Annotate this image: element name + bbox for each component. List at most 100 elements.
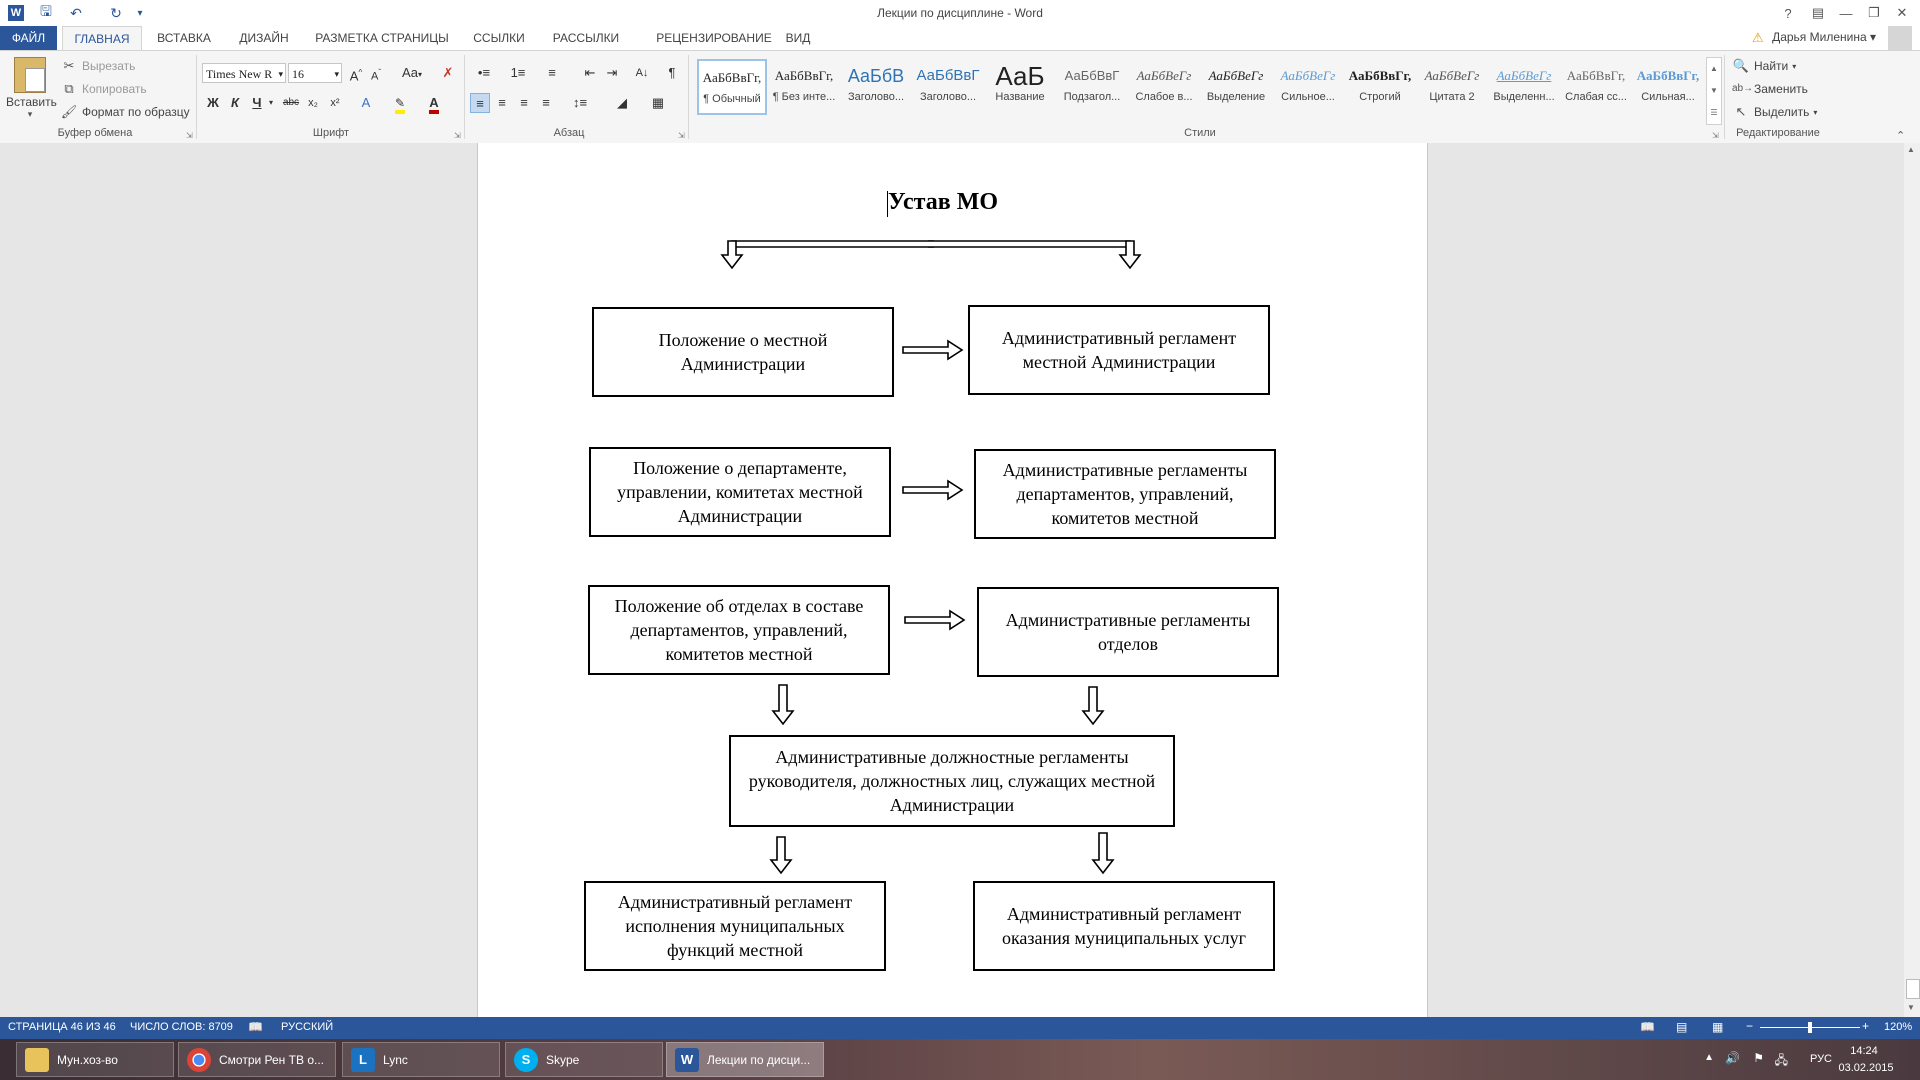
style-normal[interactable]: АаБбВвГг,¶ Обычный: [697, 59, 767, 115]
taskbar-item-chrome[interactable]: Смотри Рен ТВ о...: [178, 1042, 336, 1077]
print-layout-icon[interactable]: ▤: [1676, 1020, 1688, 1034]
font-color-icon[interactable]: A: [424, 93, 444, 114]
clear-formatting-icon[interactable]: ✗: [442, 65, 454, 80]
paragraph-launcher-icon[interactable]: ⇲: [678, 131, 685, 140]
clipboard-launcher-icon[interactable]: ⇲: [186, 131, 193, 140]
avatar[interactable]: [1888, 26, 1912, 50]
collapse-ribbon-icon[interactable]: ⌃: [1896, 130, 1906, 142]
superscript-button[interactable]: x²: [330, 97, 340, 109]
align-center-icon[interactable]: ≡: [498, 95, 506, 110]
clock-date[interactable]: 03.02.2015: [1838, 1062, 1894, 1074]
taskbar-item-folder[interactable]: Мун.хоз-во: [16, 1042, 174, 1077]
help-button[interactable]: ?: [1784, 5, 1792, 21]
increase-indent-icon[interactable]: ⇥: [606, 65, 618, 80]
font-launcher-icon[interactable]: ⇲: [454, 131, 461, 140]
document-page[interactable]: Устав МО Положение о местной Администрац…: [477, 143, 1428, 1017]
sort-icon[interactable]: A↓: [635, 67, 649, 79]
show-hidden-icons[interactable]: ▲: [1704, 1052, 1714, 1063]
strikethrough-button[interactable]: abc: [282, 97, 300, 108]
undo-icon[interactable]: ↶: [70, 4, 82, 21]
text-effects-icon[interactable]: A: [361, 95, 371, 110]
paste-button[interactable]: Вставить ▾: [6, 55, 57, 121]
vertical-scrollbar[interactable]: ▲ ▼: [1904, 143, 1920, 1017]
tab-design[interactable]: ДИЗАЙН: [239, 31, 289, 45]
style-intense-reference[interactable]: АаБбВвГг,Сильная...: [1636, 68, 1700, 103]
bold-button[interactable]: Ж: [207, 95, 219, 110]
read-mode-icon[interactable]: 📖: [1640, 1020, 1655, 1034]
word-count[interactable]: ЧИСЛО СЛОВ: 8709: [130, 1021, 233, 1033]
restore-button[interactable]: ❐: [1868, 5, 1880, 20]
scroll-up-icon[interactable]: ▲: [1907, 145, 1915, 154]
chevron-down-icon[interactable]: ▾: [268, 98, 273, 107]
flag-icon[interactable]: ⚑: [1753, 1051, 1764, 1065]
scroll-down-icon[interactable]: ▼: [1907, 1003, 1915, 1012]
align-right-icon[interactable]: ≡: [520, 95, 528, 110]
multilevel-list-icon[interactable]: ≡: [548, 65, 556, 80]
zoom-in-icon[interactable]: +: [1862, 1019, 1870, 1033]
tab-file[interactable]: ФАЙЛ: [0, 26, 57, 50]
tab-home[interactable]: ГЛАВНАЯ: [62, 26, 142, 50]
styles-scroll[interactable]: ▲ ▼ ☰: [1706, 57, 1722, 125]
zoom-slider-thumb[interactable]: [1808, 1022, 1812, 1033]
underline-button[interactable]: Ч: [252, 95, 262, 110]
zoom-out-icon[interactable]: −: [1746, 1019, 1754, 1033]
customize-quick-access-icon[interactable]: ▾: [137, 7, 143, 19]
style-no-spacing[interactable]: АаБбВвГг,¶ Без инте...: [772, 68, 836, 103]
close-button[interactable]: ✕: [1896, 5, 1908, 20]
borders-icon[interactable]: ▦: [651, 95, 665, 110]
scroll-thumb[interactable]: [1906, 979, 1920, 999]
user-name[interactable]: Дарья Миленина ▾: [1772, 30, 1876, 44]
select-button[interactable]: ↖Выделить▾: [1732, 103, 1818, 121]
grow-font-button[interactable]: A^: [349, 68, 363, 84]
zoom-level[interactable]: 120%: [1884, 1021, 1913, 1033]
justify-icon[interactable]: ≡: [542, 95, 550, 110]
tab-mailings[interactable]: РАССЫЛКИ: [552, 31, 620, 45]
find-button[interactable]: 🔍Найти▾: [1732, 58, 1797, 73]
network-icon[interactable]: 🖧: [1774, 1053, 1788, 1067]
save-icon[interactable]: 🖫: [40, 3, 52, 19]
tab-insert[interactable]: ВСТАВКА: [157, 31, 211, 45]
tab-view[interactable]: ВИД: [785, 31, 811, 45]
shrink-font-button[interactable]: Aˇ: [370, 68, 381, 83]
highlight-icon[interactable]: ✎: [390, 93, 410, 114]
proofing-icon[interactable]: 📖: [248, 1020, 263, 1034]
italic-button[interactable]: К: [231, 95, 239, 110]
tab-references[interactable]: ССЫЛКИ: [473, 31, 525, 45]
font-name-combo[interactable]: Times New R▾: [202, 63, 286, 83]
minimize-button[interactable]: —: [1839, 5, 1853, 21]
align-left-icon[interactable]: ≡: [470, 93, 490, 113]
word-app-icon[interactable]: W: [6, 3, 26, 23]
redo-icon[interactable]: ↻: [110, 4, 122, 21]
clock-time[interactable]: 14:24: [1850, 1045, 1878, 1057]
pilcrow-button[interactable]: ¶: [668, 65, 676, 80]
volume-icon[interactable]: 🔊: [1725, 1051, 1740, 1065]
chevron-up-icon[interactable]: ▲: [1710, 64, 1718, 73]
subscript-button[interactable]: x₂: [308, 97, 318, 109]
copy-button[interactable]: ⧉Копировать: [60, 80, 146, 98]
font-size-combo[interactable]: 16▾: [288, 63, 342, 83]
line-spacing-icon[interactable]: ↕≡: [572, 95, 588, 110]
bullets-icon[interactable]: •≡: [477, 65, 491, 80]
language-indicator[interactable]: РУССКИЙ: [281, 1021, 334, 1033]
style-strong[interactable]: АаБбВвГг,Строгий: [1348, 68, 1412, 103]
decrease-indent-icon[interactable]: ⇤: [584, 65, 596, 80]
web-layout-icon[interactable]: ▦: [1712, 1020, 1724, 1034]
styles-launcher-icon[interactable]: ⇲: [1712, 131, 1719, 140]
replace-button[interactable]: ab→Заменить: [1732, 82, 1808, 96]
style-subtle-reference[interactable]: АаБбВвГг,Слабая сс...: [1565, 68, 1627, 103]
more-styles-icon[interactable]: ☰: [1710, 108, 1718, 117]
shading-icon[interactable]: ◢: [617, 95, 627, 110]
chevron-down-icon[interactable]: ▼: [1710, 86, 1718, 95]
